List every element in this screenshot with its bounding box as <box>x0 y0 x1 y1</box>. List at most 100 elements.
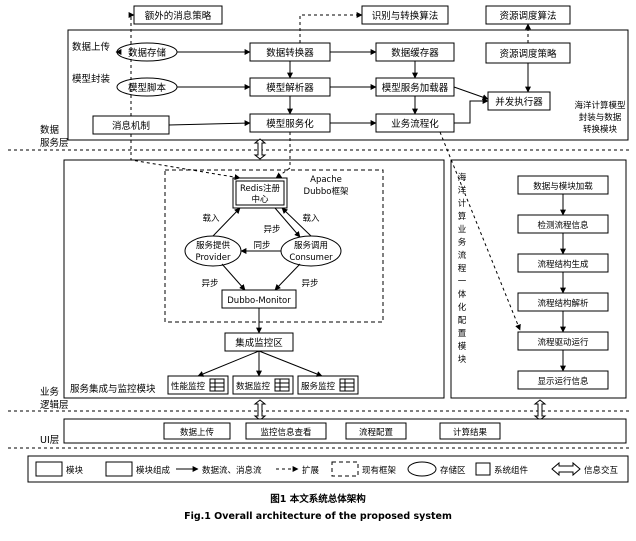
svg-text:流: 流 <box>458 250 467 261</box>
provider-label-2: Provider <box>196 253 232 263</box>
svg-text:程: 程 <box>458 264 467 274</box>
config-title: 海 洋 计 算 业 务 流 程 一 体 化 配 置 模 块 <box>458 172 467 365</box>
cache-label: 数据缓存器 <box>391 47 439 59</box>
svg-text:块: 块 <box>458 354 467 365</box>
legend-component-swatch <box>105 461 133 477</box>
svg-text:一: 一 <box>458 277 467 287</box>
ui-layer-name: UI层 <box>40 435 59 446</box>
async-label-2: 异步 <box>201 279 218 289</box>
parser-label: 模型解析器 <box>266 82 314 94</box>
redis-label-1: Redis注册 <box>240 183 280 194</box>
ui-item-label: 流程配置 <box>359 427 394 438</box>
ui-item-box <box>345 422 407 440</box>
config-step-label: 数据与模块加载 <box>533 181 593 192</box>
data-store-label: 数据存储 <box>128 47 167 59</box>
converter-label: 数据转换器 <box>266 47 314 59</box>
interact-arrow-2 <box>253 399 267 421</box>
ui-item-label: 监控信息查看 <box>260 427 311 438</box>
monitor-label: Dubbo-Monitor <box>227 296 291 306</box>
config-step-label: 流程驱动运行 <box>537 337 589 348</box>
servmon-label: 服务监控 <box>301 381 336 392</box>
legend-framework: 现有框架 <box>362 465 397 476</box>
config-step-label: 显示运行信息 <box>537 376 589 387</box>
logic-layer-name-2: 逻辑层 <box>40 399 69 411</box>
caption-en: Fig.1 Overall architecture of the propos… <box>184 511 452 522</box>
legend-component: 模块组成 <box>136 465 171 476</box>
config-step-box <box>517 370 609 390</box>
legend-storage: 存储区 <box>440 465 466 476</box>
legend-framework-swatch <box>331 461 359 477</box>
resource-algo-label: 资源调度算法 <box>499 10 556 22</box>
strategy-label: 资源调度策略 <box>499 48 557 60</box>
module1-title-l3: 转换模块 <box>583 124 618 135</box>
interact-arrow-1 <box>253 138 267 160</box>
svg-text:模: 模 <box>458 341 467 352</box>
dubbo-framework-frame <box>164 169 384 323</box>
svg-text:化: 化 <box>458 302 467 313</box>
legend-flow: 数据流、消息流 <box>202 465 262 476</box>
ui-items: 数据上传 监控信息查看 流程配置 计算结果 <box>163 422 501 440</box>
logic-module-title: 服务集成与监控模块 <box>70 383 156 395</box>
redis-box-inner <box>235 180 285 206</box>
perf-label: 性能监控 <box>171 381 206 392</box>
svg-text:海: 海 <box>458 172 467 183</box>
legend-syscomp: 系统组件 <box>494 465 529 476</box>
consumer-label-1: 服务调用 <box>294 240 328 251</box>
config-frame <box>450 159 627 399</box>
svg-text:置: 置 <box>458 329 467 339</box>
ui-item-label: 数据上传 <box>180 427 215 438</box>
data-layer-name-1: 数据 <box>40 124 60 136</box>
data-layer-name-2: 服务层 <box>40 137 69 149</box>
component-icons <box>209 378 355 392</box>
load-label-1: 载入 <box>202 213 220 224</box>
ui-item-box <box>439 422 501 440</box>
model-script-label: 模型脚本 <box>128 82 167 94</box>
async-label-1: 异步 <box>263 225 280 235</box>
loader-label: 模型服务加载器 <box>382 82 449 94</box>
svg-text:体: 体 <box>458 289 467 300</box>
module1-title-l2: 封装与数据 <box>579 112 622 123</box>
ui-frame <box>63 418 627 444</box>
legend-module: 模块 <box>66 465 84 476</box>
module1-title-l1: 海洋计算模型 <box>574 100 626 111</box>
integ-label: 集成监控区 <box>235 337 283 349</box>
upload-side-label: 数据上传 <box>72 41 111 53</box>
ui-item-box <box>163 422 231 440</box>
provider-label-1: 服务提供 <box>196 240 231 251</box>
logic-layer-name-1: 业务 <box>40 386 60 398</box>
msg-label: 消息机制 <box>112 120 150 132</box>
recognize-label: 识别与转换算法 <box>372 10 439 22</box>
redis-label-2: 中心 <box>251 194 269 205</box>
ui-item-label: 计算结果 <box>453 427 488 438</box>
config-step-label: 流程结构生成 <box>537 259 589 270</box>
config-step-label: 流程结构解析 <box>537 298 589 309</box>
apache-label-1: Apache <box>310 175 342 185</box>
interact-arrow-3 <box>533 399 547 421</box>
sync-label: 同步 <box>253 241 270 251</box>
legend-interact-swatch <box>551 461 581 477</box>
ui-item-box <box>245 422 327 440</box>
svg-text:务: 务 <box>458 237 467 248</box>
svg-text:算: 算 <box>458 211 467 222</box>
load-label-2: 载入 <box>302 213 320 224</box>
extra-strategy-label: 额外的消息策略 <box>145 10 212 22</box>
svg-text:配: 配 <box>458 316 467 326</box>
model-service-label: 模型服务化 <box>266 118 314 130</box>
config-step-label: 检测流程信息 <box>537 220 589 231</box>
datamon-label: 数据监控 <box>236 381 271 392</box>
legend-syscomp-swatch <box>475 462 491 476</box>
model-side-label: 模型封装 <box>72 73 111 85</box>
async-label-3: 异步 <box>301 279 318 289</box>
flow-label: 业务流程化 <box>391 118 439 130</box>
svg-text:业: 业 <box>458 224 467 235</box>
legend-module-swatch <box>35 461 63 477</box>
consumer-label-2: Consumer <box>289 253 333 263</box>
legend-extend: 扩展 <box>302 465 320 476</box>
svg-text:洋: 洋 <box>458 185 467 196</box>
caption-cn: 图1 本文系统总体架构 <box>270 493 366 505</box>
legend-storage-swatch <box>407 461 437 477</box>
svg-text:计: 计 <box>458 198 467 209</box>
